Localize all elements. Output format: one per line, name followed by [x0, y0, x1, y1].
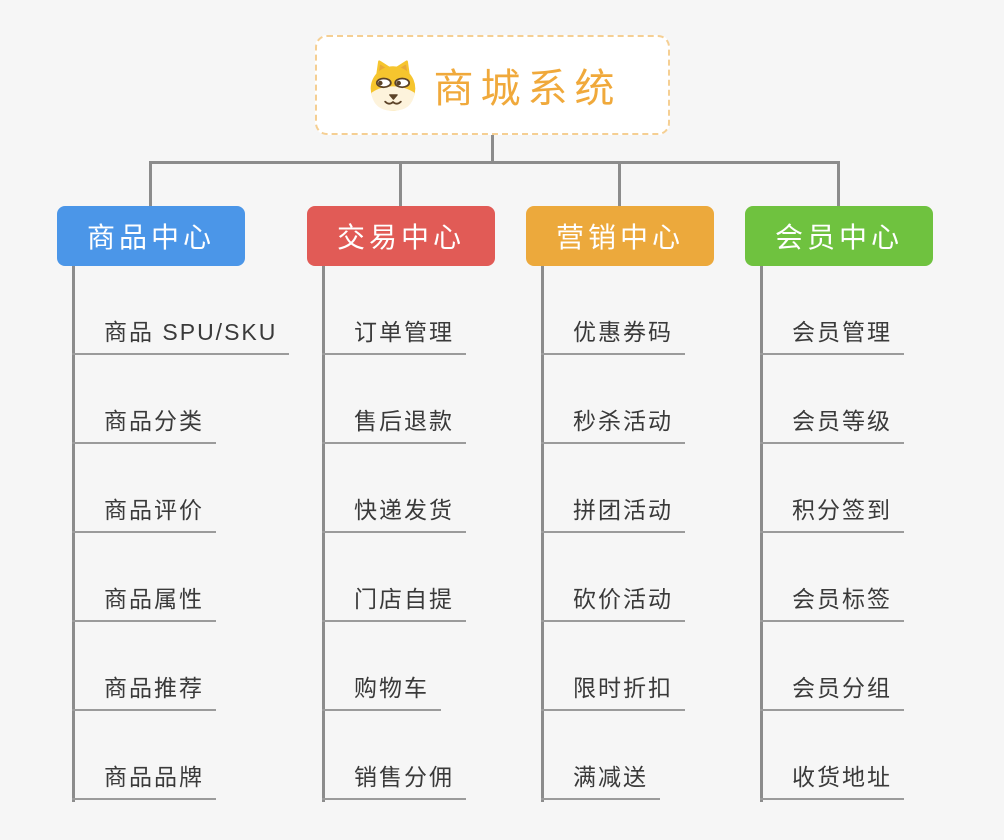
- leaf-label: 商品分类: [104, 408, 204, 434]
- leaf-label: 积分签到: [792, 497, 892, 523]
- leaf-node[interactable]: 限时折扣: [541, 675, 685, 712]
- branch-column-product-center: 商品中心商品 SPU/SKU 商品分类商品评价商品属性商品推荐商品品牌: [57, 206, 302, 816]
- branch-drop-connector: [837, 161, 840, 207]
- leaf-node[interactable]: 商品品牌: [72, 764, 216, 801]
- branch-drop-connector: [618, 161, 621, 207]
- branch-label: 交易中心: [336, 222, 465, 253]
- leaf-label: 秒杀活动: [573, 408, 673, 434]
- branch-drop-connector: [399, 161, 402, 207]
- branch-label: 商品中心: [86, 222, 215, 253]
- leaf-label: 砍价活动: [573, 586, 673, 612]
- branch-node-marketing-center[interactable]: 营销中心: [526, 206, 714, 266]
- branch-node-product-center[interactable]: 商品中心: [57, 206, 245, 266]
- leaf-label: 收货地址: [792, 764, 892, 790]
- leaf-label: 订单管理: [354, 319, 454, 345]
- branch-drop-connector: [149, 161, 152, 207]
- branch-spine: [72, 266, 75, 802]
- leaf-label: 快递发货: [354, 497, 454, 523]
- leaf-label: 拼团活动: [573, 497, 673, 523]
- leaf-node[interactable]: 秒杀活动: [541, 408, 685, 445]
- leaf-node[interactable]: 购物车: [322, 675, 441, 712]
- branch-column-marketing-center: 营销中心优惠券码秒杀活动拼团活动砍价活动限时折扣满减送: [526, 206, 771, 816]
- leaf-label: 商品品牌: [104, 764, 204, 790]
- leaf-node[interactable]: 售后退款: [322, 408, 466, 445]
- leaf-node[interactable]: 商品属性: [72, 586, 216, 623]
- leaf-node[interactable]: 收货地址: [760, 764, 904, 801]
- branch-spine: [322, 266, 325, 802]
- leaf-node[interactable]: 商品评价: [72, 497, 216, 534]
- leaf-node[interactable]: 砍价活动: [541, 586, 685, 623]
- leaf-node[interactable]: 商品分类: [72, 408, 216, 445]
- leaf-node[interactable]: 会员分组: [760, 675, 904, 712]
- root-title: 商城系统: [433, 67, 622, 111]
- root-stem-connector: [491, 135, 494, 163]
- leaf-label: 商品推荐: [104, 675, 204, 701]
- leaf-label: 购物车: [354, 675, 429, 701]
- leaf-node[interactable]: 积分签到: [760, 497, 904, 534]
- branch-column-trade-center: 交易中心订单管理售后退款快递发货门店自提购物车销售分佣: [307, 206, 552, 816]
- leaf-node[interactable]: 门店自提: [322, 586, 466, 623]
- leaf-node[interactable]: 会员管理: [760, 319, 904, 356]
- branch-bus-connector: [149, 161, 840, 164]
- leaf-node[interactable]: 快递发货: [322, 497, 466, 534]
- leaf-label: 会员分组: [792, 675, 892, 701]
- branch-node-trade-center[interactable]: 交易中心: [307, 206, 495, 266]
- leaf-label: 会员管理: [792, 319, 892, 345]
- leaf-node[interactable]: 满减送: [541, 764, 660, 801]
- branch-label: 会员中心: [774, 222, 903, 253]
- leaf-node[interactable]: 销售分佣: [322, 764, 466, 801]
- leaf-label: 会员等级: [792, 408, 892, 434]
- leaf-label: 商品评价: [104, 497, 204, 523]
- leaf-label: 优惠券码: [573, 319, 673, 345]
- branch-column-member-center: 会员中心会员管理会员等级积分签到会员标签会员分组收货地址: [745, 206, 990, 816]
- leaf-label: 销售分佣: [354, 764, 454, 790]
- leaf-label: 会员标签: [792, 586, 892, 612]
- leaf-node[interactable]: 优惠券码: [541, 319, 685, 356]
- leaf-node[interactable]: 商品推荐: [72, 675, 216, 712]
- root-node[interactable]: 商城系统: [315, 35, 670, 135]
- leaf-node[interactable]: 商品 SPU/SKU: [72, 319, 290, 356]
- branch-spine: [541, 266, 544, 802]
- branch-node-member-center[interactable]: 会员中心: [745, 206, 933, 266]
- branch-label: 营销中心: [555, 222, 684, 253]
- leaf-label: 商品 SPU/SKU: [104, 319, 278, 345]
- dog-face-icon: [370, 60, 415, 111]
- leaf-label: 售后退款: [354, 408, 454, 434]
- leaf-label: 限时折扣: [573, 675, 673, 701]
- leaf-label: 满减送: [573, 764, 648, 790]
- leaf-node[interactable]: 会员等级: [760, 408, 904, 445]
- leaf-node[interactable]: 拼团活动: [541, 497, 685, 534]
- leaf-node[interactable]: 订单管理: [322, 319, 466, 356]
- branch-spine: [760, 266, 763, 802]
- leaf-node[interactable]: 会员标签: [760, 586, 904, 623]
- leaf-label: 门店自提: [354, 586, 454, 612]
- leaf-label: 商品属性: [104, 586, 204, 612]
